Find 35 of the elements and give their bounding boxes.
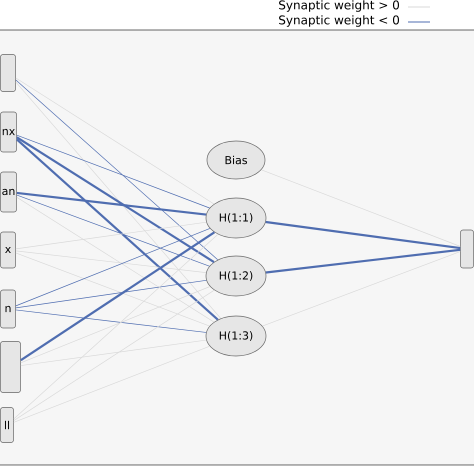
connection-line — [14, 346, 210, 423]
connection-line — [16, 82, 222, 319]
connection-line — [261, 169, 460, 247]
connection-line — [262, 251, 460, 326]
connection-line — [20, 286, 210, 364]
connection-line — [16, 250, 206, 273]
connection-line — [14, 234, 218, 420]
connection-line — [16, 252, 210, 326]
connection-line — [266, 248, 460, 274]
connection-line — [16, 192, 206, 216]
connection-line — [16, 80, 218, 260]
connection-line — [16, 280, 207, 308]
connection-line — [16, 222, 207, 250]
neuron-box: an — [0, 172, 17, 212]
legend-label: Synaptic weight < 0 — [279, 15, 400, 27]
connection-line — [16, 136, 215, 263]
neuron-box — [460, 230, 474, 268]
neuron-box: ll — [0, 407, 14, 443]
neuron-box — [0, 341, 21, 393]
legend-label: Synaptic weight > 0 — [279, 0, 400, 12]
connection-line — [14, 290, 215, 421]
connection-line — [20, 340, 207, 366]
connection-line — [16, 138, 219, 321]
neuron-box: n — [0, 290, 16, 328]
connection-line — [16, 194, 210, 267]
connection-line — [20, 231, 215, 362]
neuron-box: nx — [0, 112, 17, 152]
connection-line — [16, 310, 206, 333]
connection-line — [16, 228, 210, 306]
connection-line — [16, 78, 214, 204]
neuron-box: x — [0, 232, 16, 268]
connection-line — [266, 220, 460, 250]
neuron-box — [0, 54, 16, 92]
connection-line — [16, 196, 214, 322]
connection-line — [16, 134, 210, 208]
